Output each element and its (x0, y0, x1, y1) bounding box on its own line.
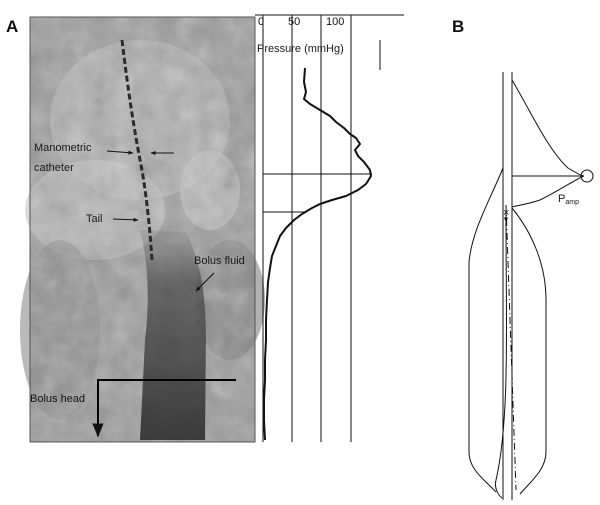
pressure-plot: 0 50 100 Pressure (mmHg) (255, 14, 404, 442)
bolus-outline-left (468, 167, 504, 493)
bolus-outline-right (511, 207, 547, 495)
catheter-label-line2: catheter (34, 162, 74, 174)
panel-b-label: B (452, 17, 464, 36)
flow-line (495, 221, 508, 499)
tick-50: 50 (288, 16, 300, 28)
panel-a-label: A (6, 17, 18, 36)
bolus-fluid-arrow (195, 272, 215, 292)
tick-0: 0 (258, 16, 264, 28)
pressure-trace (263, 67, 372, 441)
tail-arrow (112, 217, 139, 222)
catheter-label-line1: Manometric (34, 142, 92, 154)
tick-100: 100 (326, 16, 344, 28)
schematic-diagram: Pamp × (468, 72, 594, 500)
tail-label: Tail (86, 213, 103, 225)
pressure-axis-title: Pressure (mmHg) (257, 43, 344, 55)
pamp-point (580, 169, 594, 183)
catheter-arrow-left (106, 150, 134, 155)
bolus-fluid-label: Bolus fluid (194, 255, 245, 267)
bolus-head-label: Bolus head (30, 393, 85, 405)
bolus-axis (505, 204, 517, 491)
pressure-wave-envelope (511, 79, 585, 208)
fluoroscopy-image (20, 16, 265, 443)
pamp-label: Pamp (558, 193, 579, 206)
bolus-head-arrow (92, 379, 236, 438)
